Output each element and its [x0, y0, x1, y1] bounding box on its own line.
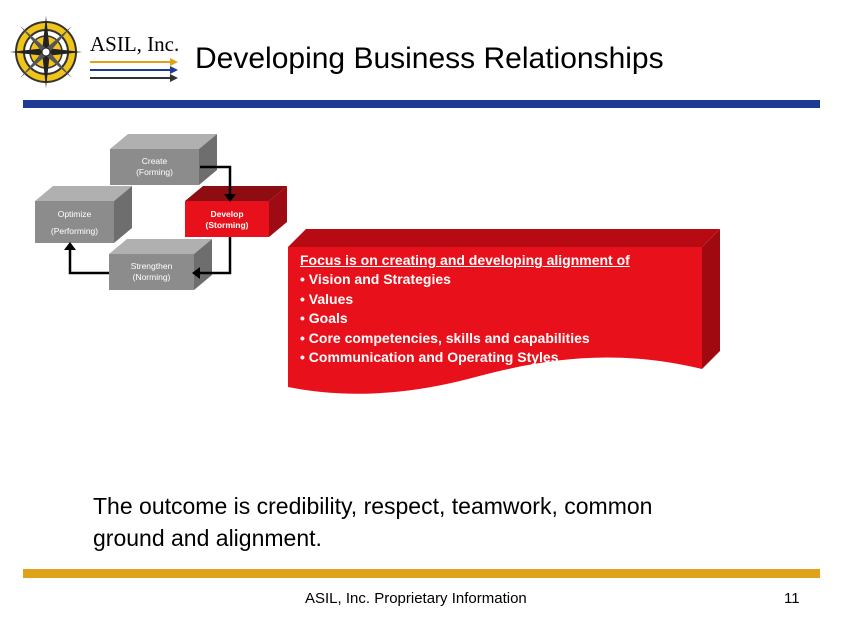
stage-strengthen-sublabel: (Norming)	[132, 272, 171, 282]
stage-develop-sublabel: (Storming)	[205, 220, 249, 230]
stage-flow-arrows	[64, 165, 236, 279]
focus-bullet: • Vision and Strategies	[300, 271, 451, 288]
stage-develop-label: Develop	[210, 209, 244, 219]
company-logo: ASIL, Inc.	[8, 12, 180, 92]
stage-create-label: Create	[141, 156, 168, 166]
outcome-statement: The outcome is credibility, respect, tea…	[93, 493, 653, 551]
footer-divider	[23, 569, 820, 578]
logo-text: ASIL, Inc.	[90, 32, 180, 56]
arrow-create-to-develop	[200, 165, 232, 196]
focus-heading: Focus is on creating and developing alig…	[300, 252, 630, 268]
title-divider	[23, 100, 820, 108]
arrow-develop-to-strengthen	[198, 237, 232, 275]
stage-optimize-sublabel: (Performing)	[50, 226, 99, 236]
logo-arrows-icon	[90, 58, 178, 82]
stage-create-sublabel: (Forming)	[136, 167, 173, 177]
stage-develop-box: Develop (Storming)	[185, 186, 290, 238]
focus-callout-shape	[288, 229, 720, 394]
stage-optimize-box: Optimize (Performing)	[35, 186, 135, 246]
focus-bullet: • Values	[300, 290, 354, 307]
focus-bullet: • Goals	[300, 310, 348, 327]
focus-bullet: • Core competencies, skills and capabili…	[300, 329, 590, 346]
focus-bullet: • Communication and Operating Styles	[300, 349, 559, 366]
focus-callout: Focus is on creating and developing alig…	[300, 251, 630, 367]
arrow-strengthen-to-optimize	[68, 248, 109, 275]
stage-diagram: Create (Forming) Develop (Storming) Opti…	[30, 130, 300, 295]
stage-strengthen-label: Strengthen	[130, 261, 173, 271]
page-title: Developing Business Relationships	[195, 42, 664, 75]
stage-create-box: Create (Forming)	[110, 134, 220, 186]
stage-optimize-label: Optimize	[57, 209, 92, 219]
compass-logo-icon	[10, 16, 82, 88]
footer-text: ASIL, Inc. Proprietary Information	[305, 590, 527, 607]
page-number: 11	[784, 590, 800, 607]
